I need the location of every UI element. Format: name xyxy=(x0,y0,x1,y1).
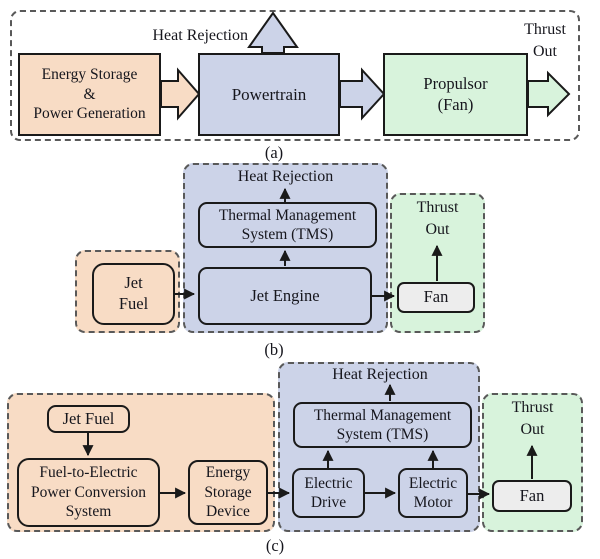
panel-a-caption: (a) xyxy=(264,143,284,162)
panel-c-jet-fuel-label: Jet Fuel xyxy=(62,408,115,428)
panel-c-caption: (c) xyxy=(265,536,285,555)
panel-c-fan-box: Fan xyxy=(492,480,572,512)
jet-engine-label: Jet Engine xyxy=(250,285,320,305)
panel-a-heat-rejection-label: Heat Rejection xyxy=(152,27,248,44)
energy-storage-label: Energy Storage & Power Generation xyxy=(33,66,146,123)
jet-engine-box: Jet Engine xyxy=(198,267,372,325)
panel-b-tms-label: Thermal Management System (TMS) xyxy=(218,206,357,243)
panel-b-caption: (b) xyxy=(264,340,284,359)
panel-b-heat-rejection-label: Heat Rejection xyxy=(237,168,334,185)
panel-c-thrust-out-label: Thrust Out xyxy=(511,399,554,438)
panel-b-jet-fuel-box: Jet Fuel xyxy=(92,263,175,325)
fuel-to-electric-label: Fuel-to-Electric Power Conversion System xyxy=(31,464,146,521)
fuel-to-electric-power-conversion-box: Fuel-to-Electric Power Conversion System xyxy=(17,458,160,527)
energy-storage-device-box: Energy Storage Device xyxy=(188,460,268,525)
propulsor-fan-box: Propulsor (Fan) xyxy=(383,53,528,136)
energy-storage-power-generation-box: Energy Storage & Power Generation xyxy=(18,53,161,136)
panel-c-tms-label: Thermal Management System (TMS) xyxy=(313,406,452,443)
panel-b-jet-fuel-label: Jet Fuel xyxy=(118,273,149,313)
electric-motor-label: Electric Motor xyxy=(408,474,458,511)
electric-motor-box: Electric Motor xyxy=(398,468,468,518)
panel-a-thrust-out-label: Thrust Out xyxy=(524,21,566,60)
panel-c-fan-label: Fan xyxy=(519,485,545,505)
panel-b-thrust-out-label: Thrust Out xyxy=(416,199,459,238)
energy-storage-device-label: Energy Storage Device xyxy=(204,464,252,521)
panel-c-heat-rejection-label: Heat Rejection xyxy=(332,366,428,383)
propulsor-label: Propulsor (Fan) xyxy=(423,73,488,114)
powertrain-box: Powertrain xyxy=(198,53,340,136)
panel-a-boundary xyxy=(10,10,580,141)
panel-c-jet-fuel-box: Jet Fuel xyxy=(47,405,130,433)
electric-drive-label: Electric Drive xyxy=(304,474,353,511)
panel-b-fan-label: Fan xyxy=(423,287,449,307)
electric-drive-box: Electric Drive xyxy=(292,468,365,518)
powertrain-label: Powertrain xyxy=(231,84,307,104)
panel-c-thermal-management-system-box: Thermal Management System (TMS) xyxy=(293,402,472,448)
panel-b-fan-box: Fan xyxy=(397,282,475,313)
panel-b-thermal-management-system-box: Thermal Management System (TMS) xyxy=(198,202,377,248)
